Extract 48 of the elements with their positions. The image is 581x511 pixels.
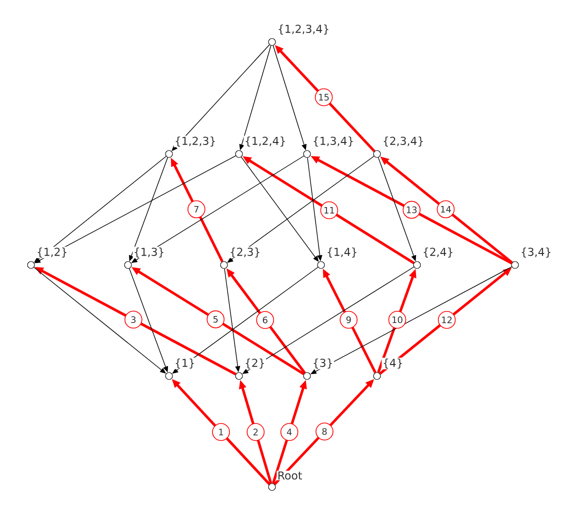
vertex: {2} [235,358,264,380]
edge-label: 13 [402,200,420,219]
edge-label: 9 [340,310,358,329]
vertex: {1,2,4} [235,136,285,158]
node-label: {1,2,3} [176,136,215,147]
vertex: {1,4} [317,248,356,269]
node-label: {1,2,3,4} [278,24,328,35]
edge-label: 1 [212,423,230,441]
node-label: {2,4} [424,247,452,258]
node-label: {1,2,4} [246,136,285,147]
vertex: {1,2,3} [165,136,215,158]
vertex: {1,2} [27,248,66,269]
vertex: Root [268,471,302,491]
edge-label: 15 [314,88,333,106]
edge-label: 3 [124,310,142,329]
node-label: {3,4} [522,247,550,258]
vertex: {4} [373,358,402,380]
vertex: {1} [165,358,194,380]
node-label: {1,2} [38,247,66,258]
vertex: {1,3,4} [303,136,353,158]
node-label: {2,3,4} [384,136,423,147]
vertex: {1,3} [124,248,164,269]
edge-label: 10 [388,310,406,329]
edge-label: 4 [280,423,298,441]
vertex: {3} [303,358,332,380]
node-label: {2,3} [230,247,260,258]
node-label: {4} [384,358,402,369]
vertex: {2,4} [413,248,452,269]
edge-label: 11 [320,201,338,220]
node-label: {2} [246,358,264,369]
edge-label: 6 [256,311,274,329]
edge-label: 2 [246,423,265,441]
edge-label: 8 [316,422,334,440]
vertex: {3,4} [511,248,550,269]
edge-label: 14 [436,200,455,218]
node-label: Root [278,471,302,480]
edge-label: 12 [438,310,456,329]
vertex: {1,2,3,4} [268,24,328,46]
edge-label: 5 [206,310,224,328]
edge-label: 7 [188,200,206,218]
arrow [240,156,319,262]
vertex: {2,3} [220,248,260,269]
vertex: {2,3,4} [373,136,423,158]
node-label: {1,3} [134,247,164,258]
node-label: {3} [314,358,332,369]
node-label: {1,4} [328,247,356,258]
node-label: {1,3,4} [314,136,353,147]
node-label: {1} [176,358,194,369]
